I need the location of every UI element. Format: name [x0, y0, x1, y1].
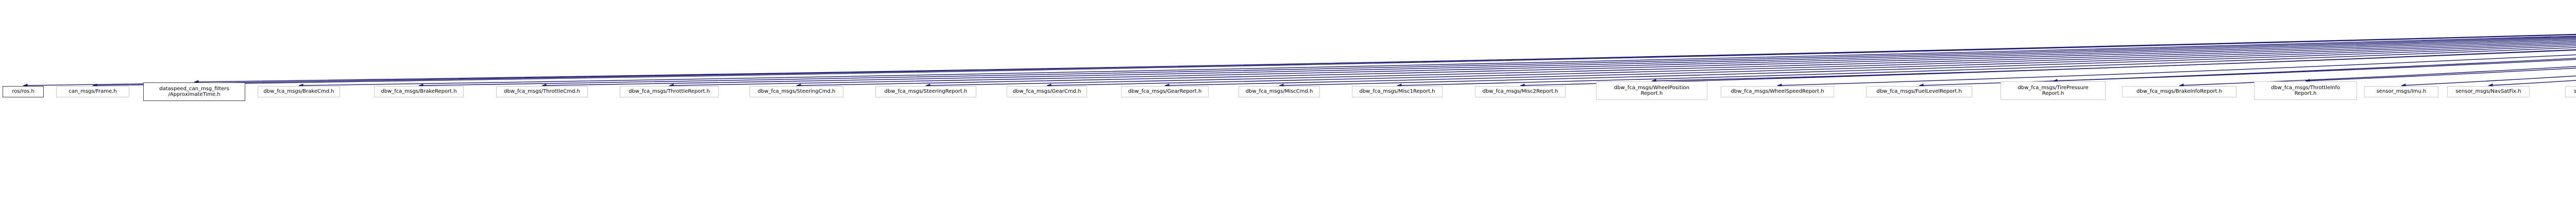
graph-node-throttleinfo[interactable]: dbw_fca_msgs/ThrottleInfo Report.h [2254, 81, 2357, 100]
graph-edge [2305, 68, 2576, 83]
graph-edge [541, 37, 2576, 88]
graph-edge [1777, 54, 2576, 88]
graph-node-brakeinfo[interactable]: dbw_fca_msgs/BrakeInfoReport.h [2122, 86, 2236, 97]
graph-node-steeringcmd[interactable]: dbw_fca_msgs/SteeringCmd.h [750, 86, 843, 97]
graph-node-gearreport[interactable]: dbw_fca_msgs/GearReport.h [1121, 86, 1209, 97]
graph-edge [418, 36, 2576, 88]
graph-node-fuellevel[interactable]: dbw_fca_msgs/FuelLevelReport.h [1866, 86, 1972, 97]
graph-edge [92, 34, 2576, 88]
graph-edge [194, 34, 2576, 84]
graph-node-misc1report[interactable]: dbw_fca_msgs/Misc1Report.h [1352, 86, 1443, 97]
graph-edge [669, 38, 2576, 88]
graph-edge [1279, 45, 2576, 88]
graph-edge [23, 33, 2576, 88]
graph-edge [2401, 75, 2576, 88]
graph-node-misc2report[interactable]: dbw_fca_msgs/Misc2Report.h [1475, 86, 1566, 97]
graph-node-throttlereport[interactable]: dbw_fca_msgs/ThrottleReport.h [620, 86, 719, 97]
graph-edge [1397, 47, 2576, 88]
graph-node-apxtime[interactable]: dataspeed_can_msg_filters /ApproximateTi… [143, 82, 245, 101]
graph-node-throttlecmd[interactable]: dbw_fca_msgs/ThrottleCmd.h [496, 86, 588, 97]
graph-node-wheelspeed[interactable]: dbw_fca_msgs/WheelSpeedReport.h [1721, 86, 1834, 97]
graph-edge [1520, 49, 2576, 88]
graph-node-steeringreport[interactable]: dbw_fca_msgs/SteeringReport.h [875, 86, 976, 97]
graph-edge [2179, 66, 2576, 88]
graph-edge [1651, 49, 2576, 83]
graph-edge [796, 40, 2576, 88]
graph-node-tirepressure[interactable]: dbw_fca_msgs/TirePressure Report.h [2001, 81, 2106, 100]
graph-edge [1046, 42, 2576, 88]
graph-edge [925, 41, 2576, 88]
graph-node-brakereport[interactable]: dbw_fca_msgs/BrakeReport.h [374, 86, 464, 97]
graph-node-navsatfix[interactable]: sensor_msgs/NavSatFix.h [2447, 86, 2530, 97]
graph-node-wheelposition[interactable]: dbw_fca_msgs/WheelPosition Report.h [1596, 81, 1707, 100]
graph-node-brakecmd[interactable]: dbw_fca_msgs/BrakeCmd.h [258, 86, 340, 97]
graph-node-misccmd[interactable]: dbw_fca_msgs/MiscCmd.h [1239, 86, 1320, 97]
graph-node-timereference[interactable]: sensor_msgs/TimeReference.h [2565, 86, 2576, 97]
graph-edge [1164, 44, 2576, 88]
graph-edge [298, 36, 2576, 88]
graph-node-gearcmd[interactable]: dbw_fca_msgs/GearCmd.h [1007, 86, 1087, 97]
graph-node-imu[interactable]: sensor_msgs/Imu.h [2364, 86, 2438, 97]
graph-edge [2488, 80, 2576, 88]
graph-edge [1919, 58, 2576, 88]
graph-node-rosros[interactable]: ros/ros.h [3, 86, 44, 97]
graph-node-canframe[interactable]: can_msgs/Frame.h [56, 86, 129, 97]
graph-edge [2053, 59, 2576, 83]
